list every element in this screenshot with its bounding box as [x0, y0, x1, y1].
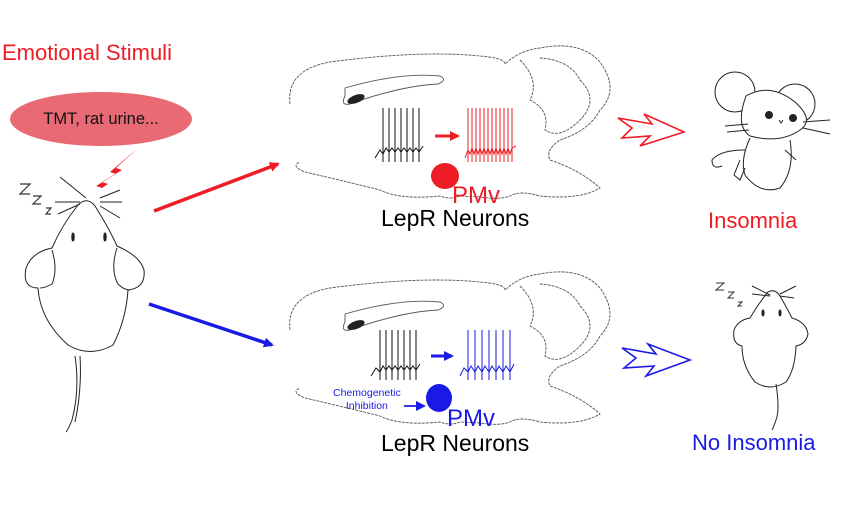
pmv-label-bottom: PMv	[447, 405, 495, 432]
lepr-label-bottom: LepR Neurons	[381, 430, 530, 456]
arrow-to-bottom-pathway	[148, 302, 274, 348]
outcome-label-top: Insomnia	[708, 208, 798, 233]
spike-train-baseline-top	[374, 108, 424, 162]
arrow-to-top-pathway	[153, 162, 280, 213]
spike-train-baseline-bottom	[370, 330, 421, 380]
stimulus-examples: TMT, rat urine...	[43, 109, 159, 128]
outcome-arrow-top	[617, 113, 687, 147]
lightning-icon	[84, 148, 138, 200]
sleeping-mouse-small-icon	[733, 285, 809, 431]
intervention-line-1: Chemogenetic	[333, 387, 401, 399]
brain-outline-bottom	[289, 271, 611, 425]
stimulus-title: Emotional Stimuli	[2, 40, 172, 65]
spike-train-inhibited-bottom	[459, 330, 515, 380]
intervention-line-2: Inhibition	[345, 400, 388, 412]
outcome-arrow-bottom	[621, 342, 693, 378]
lepr-label-top: LepR Neurons	[381, 205, 530, 231]
pmv-nucleus-bottom	[426, 384, 452, 412]
sleep-z-icon	[18, 183, 53, 215]
pmv-label-top: PMv	[452, 182, 500, 209]
outcome-label-bottom: No Insomnia	[692, 430, 816, 455]
pmv-nucleus-top	[431, 163, 459, 189]
awake-mouse-icon	[711, 71, 831, 191]
brain-outline-top	[289, 45, 611, 199]
sleep-z-small-icon	[714, 282, 744, 307]
spike-train-active-top	[464, 108, 517, 162]
stimulus-examples-bubble: TMT, rat urine...	[10, 92, 192, 146]
sleeping-mouse-icon	[24, 176, 145, 433]
intervention-label: Chemogenetic Inhibition	[333, 387, 401, 413]
